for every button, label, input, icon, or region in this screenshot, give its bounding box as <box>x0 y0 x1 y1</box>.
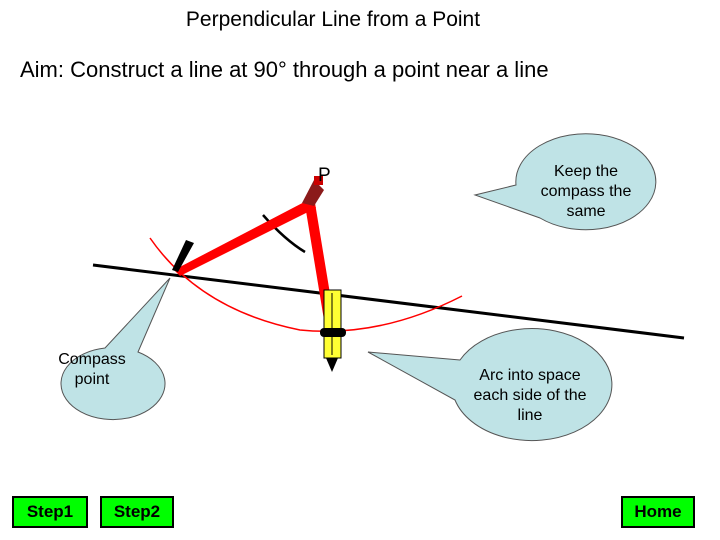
compass-hinge-top <box>314 176 323 185</box>
callout-arc-text: Arc into space each side of the line <box>473 367 587 424</box>
compass-needle <box>172 240 194 272</box>
pencil-clamp <box>320 328 346 337</box>
compass-left-leg <box>174 198 316 276</box>
callout-compass-text: Compass point <box>58 351 126 388</box>
step1-button[interactable]: Step1 <box>12 496 88 528</box>
aim-text: Aim: Construct a line at 90° through a p… <box>20 57 549 82</box>
point-p-label: P <box>318 165 331 186</box>
step2-button[interactable]: Step2 <box>100 496 174 528</box>
given-line <box>92 263 685 340</box>
red-arc <box>149 237 463 333</box>
compass-angle-arc <box>262 214 306 254</box>
callout-compass-bubble <box>60 277 171 421</box>
page-title: Perpendicular Line from a Point <box>185 8 481 31</box>
callout-keep-bubble <box>473 133 657 231</box>
callout-arc-bubble <box>367 328 613 442</box>
compass-hinge <box>302 180 324 206</box>
home-button[interactable]: Home <box>621 496 695 528</box>
callout-keep-text: Keep the compass the same <box>540 163 632 220</box>
pencil-tip <box>326 358 338 372</box>
